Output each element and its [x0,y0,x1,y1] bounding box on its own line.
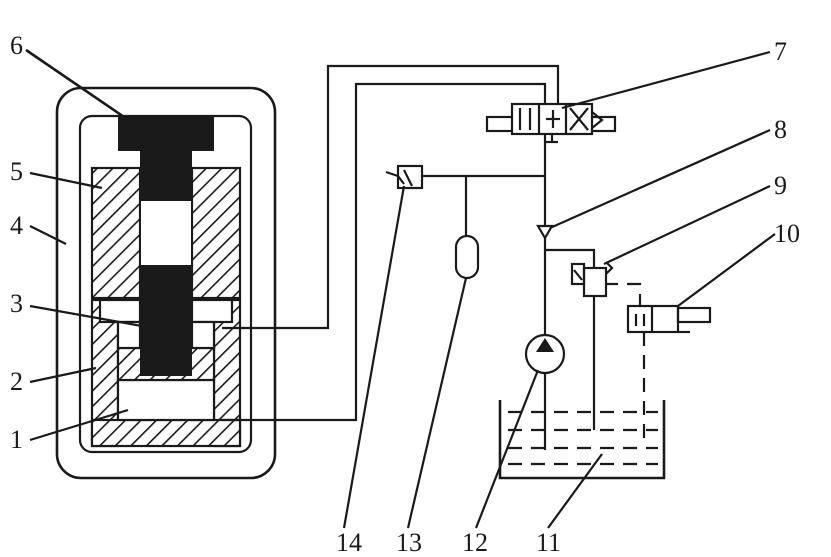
label-14: 14 [336,528,362,557]
pressure-switch [385,164,424,190]
relief-valve [570,261,614,298]
label-5: 5 [10,157,23,186]
lower-cylinder [90,298,242,448]
label-10: 10 [774,219,800,248]
press-frame [55,86,277,480]
oil-tank [498,400,666,480]
accumulator [454,234,480,280]
unloading-valve [626,304,712,334]
check-valve [536,224,554,241]
label-13: 13 [396,528,422,557]
label-12: 12 [462,528,488,557]
label-11: 11 [536,528,561,557]
part-labels: 6 5 4 3 2 1 7 8 9 10 14 13 12 11 [10,31,800,557]
directional-valve [485,102,617,144]
label-9: 9 [774,171,787,200]
label-8: 8 [774,115,787,144]
leader-lines [25,48,776,529]
label-1: 1 [10,425,23,454]
label-4: 4 [10,211,23,240]
label-3: 3 [10,289,23,318]
label-6: 6 [10,31,23,60]
label-2: 2 [10,367,23,396]
label-7: 7 [774,37,787,66]
pump [524,333,566,375]
